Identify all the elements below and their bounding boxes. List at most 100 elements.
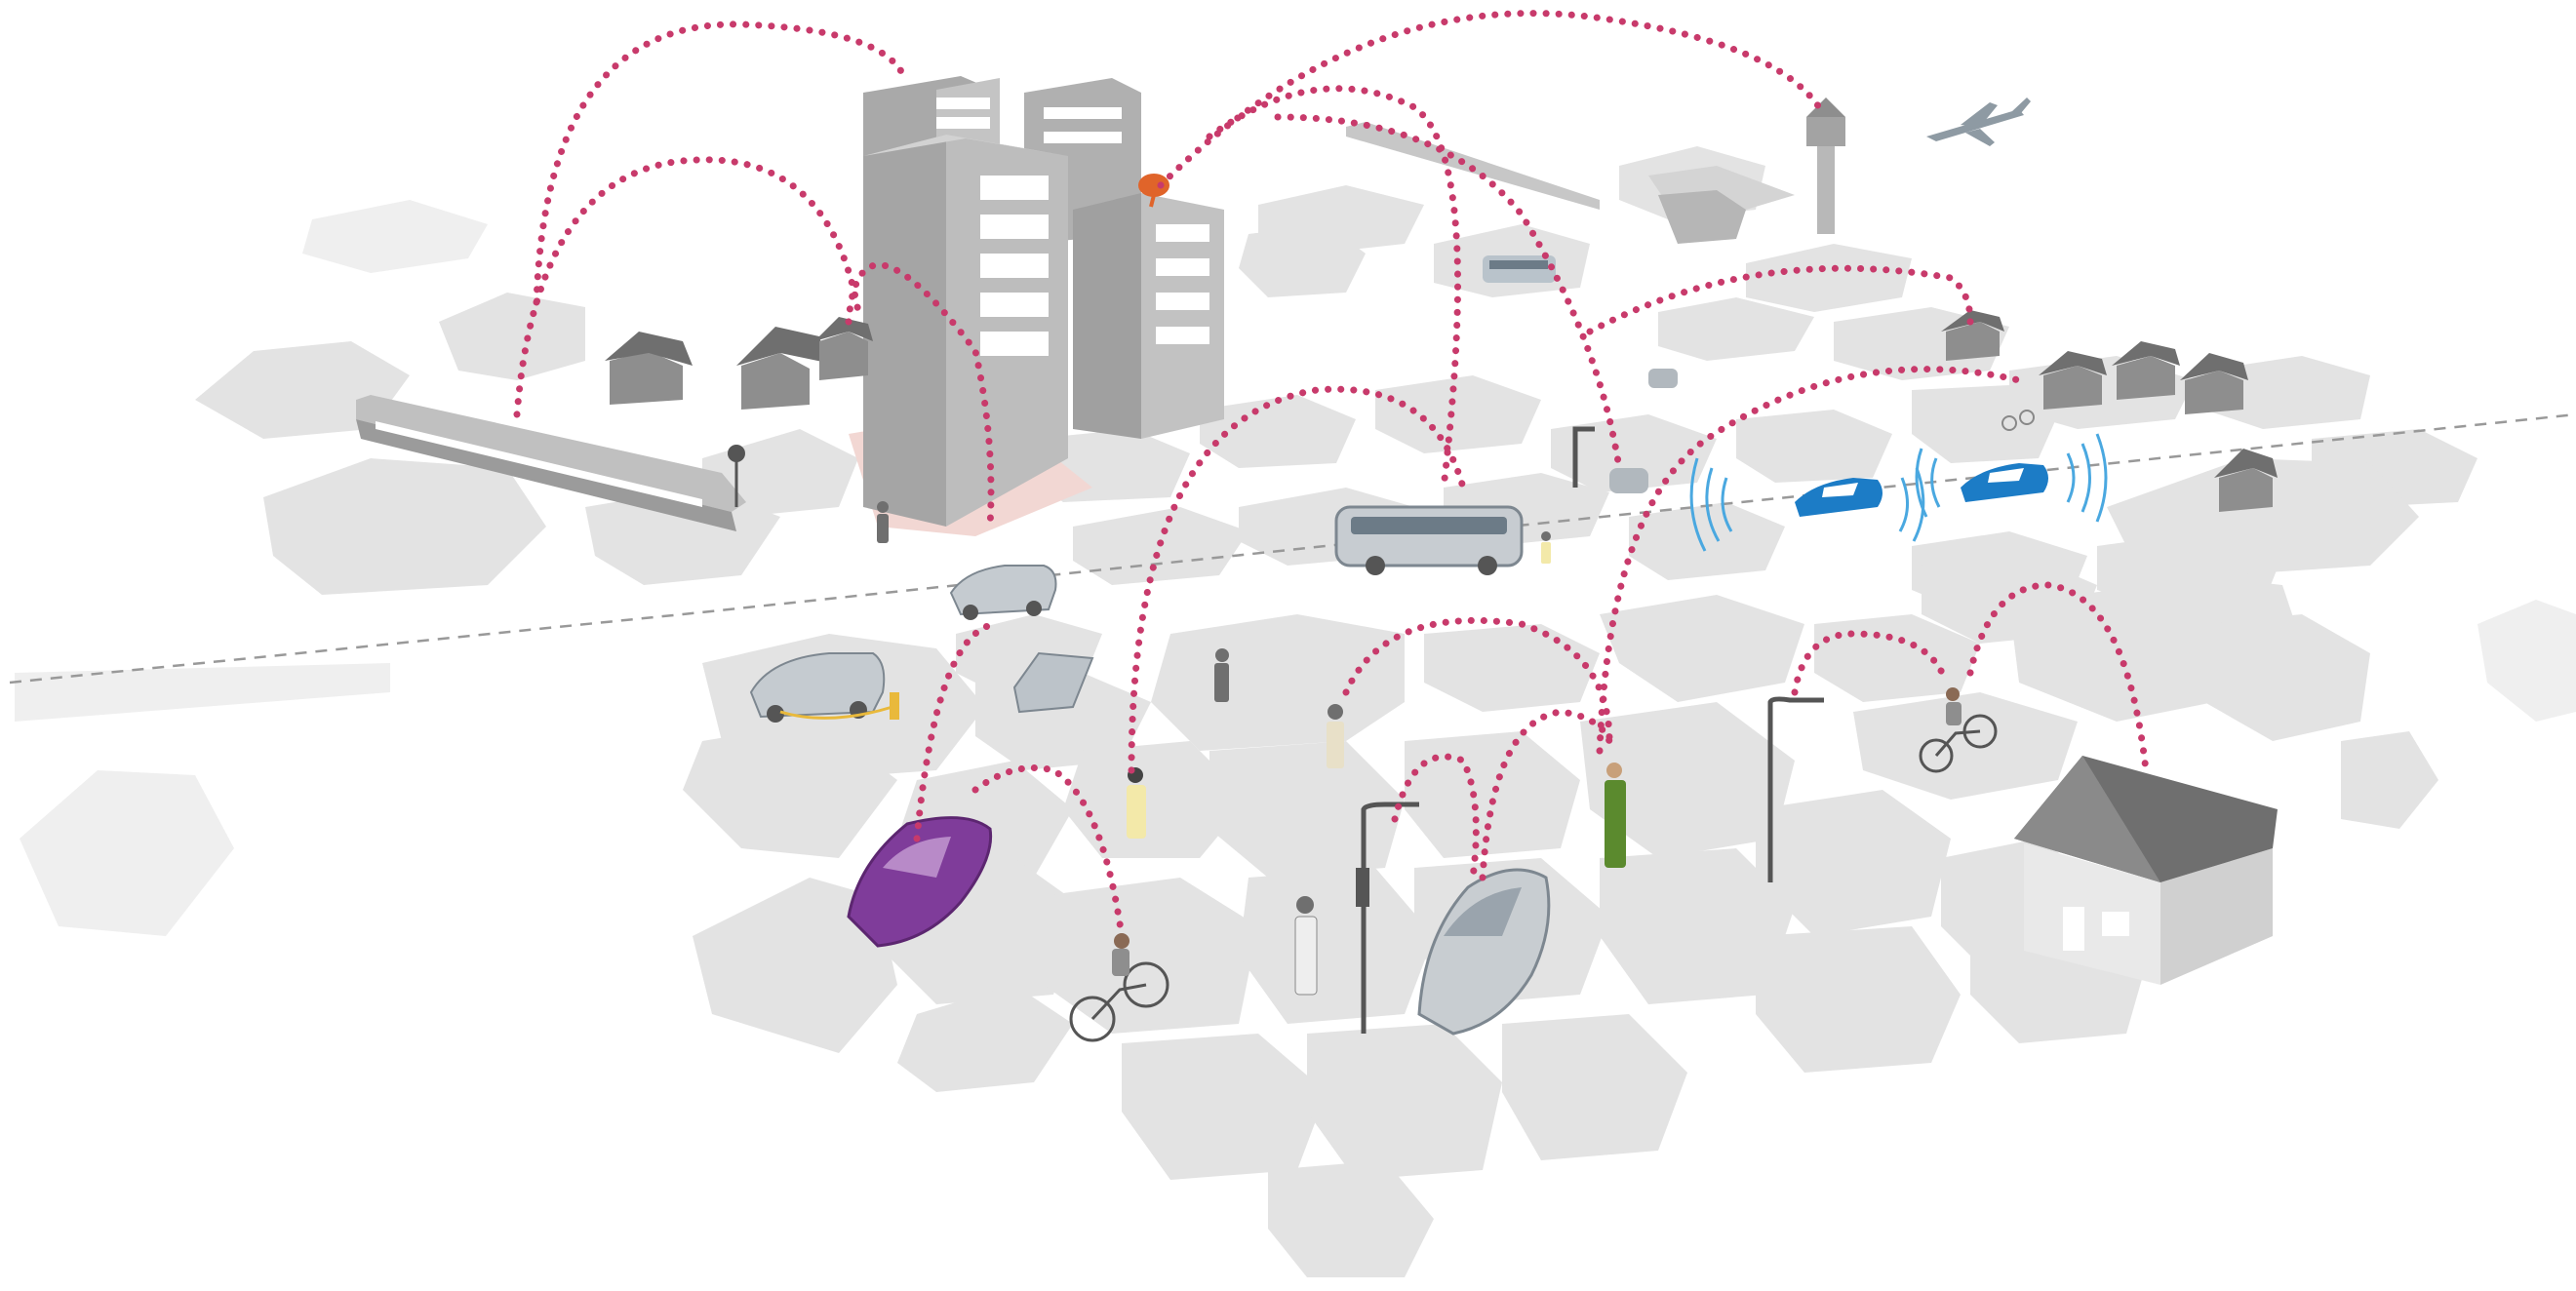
shuttle-bus bbox=[1483, 255, 1556, 283]
house bbox=[1941, 310, 2004, 361]
right-tower-right-face bbox=[1141, 193, 1224, 439]
signal-wave bbox=[2066, 452, 2076, 503]
pedestrian-small bbox=[1541, 531, 1551, 564]
office-towers bbox=[849, 76, 1224, 536]
cyclist-head bbox=[1946, 687, 1960, 701]
cell bbox=[1600, 848, 1795, 1004]
train-roof bbox=[356, 395, 746, 512]
hexagonal-cell-grid bbox=[15, 146, 2576, 1277]
large-house-door bbox=[2063, 907, 2084, 951]
pedestrian-head bbox=[1541, 531, 1551, 541]
signal-wave bbox=[1898, 477, 1909, 532]
connection-link bbox=[1586, 264, 1974, 335]
house bbox=[2180, 353, 2248, 414]
cell bbox=[439, 293, 585, 380]
cyclist bbox=[1069, 933, 1169, 1042]
airplane bbox=[1926, 98, 2031, 146]
connection-link bbox=[913, 620, 999, 842]
house-wall bbox=[2117, 356, 2175, 400]
ev-body bbox=[749, 652, 886, 719]
grey-car-front bbox=[1417, 868, 1551, 1036]
right-tower-left-face bbox=[1073, 193, 1141, 439]
large-house-window bbox=[2102, 912, 2129, 936]
window bbox=[1044, 132, 1122, 143]
electric-car-charging bbox=[749, 652, 899, 723]
house bbox=[605, 332, 693, 405]
bicycle-wheel bbox=[1919, 738, 1954, 773]
cell bbox=[1658, 297, 1814, 361]
signal-wave bbox=[1721, 477, 1733, 532]
cell bbox=[1239, 224, 1366, 297]
cell bbox=[1268, 1160, 1434, 1277]
connection-link bbox=[1479, 708, 1613, 881]
satellite-dish bbox=[1138, 174, 1169, 208]
connected-cars bbox=[1689, 433, 2108, 552]
signal-wave bbox=[1930, 457, 1941, 508]
shuttle-windows bbox=[1489, 260, 1548, 269]
bus-body bbox=[1334, 505, 1524, 567]
pedestrian-body bbox=[1541, 542, 1551, 564]
window bbox=[1156, 258, 1209, 276]
purple-car-body bbox=[847, 816, 993, 948]
charging-post bbox=[890, 692, 899, 720]
blue-car bbox=[1795, 478, 1882, 517]
control-tower-top bbox=[1806, 98, 1845, 117]
house-wall bbox=[1946, 322, 2000, 361]
bicycle-frame bbox=[1090, 983, 1147, 1021]
connection-link bbox=[845, 261, 995, 530]
house-wall bbox=[610, 351, 683, 405]
window bbox=[936, 98, 990, 109]
cell bbox=[1122, 1034, 1327, 1180]
pedestrian bbox=[1294, 896, 1318, 996]
cell bbox=[1405, 731, 1580, 858]
pedestrian-body bbox=[877, 514, 889, 543]
grey-car-windshield bbox=[1444, 887, 1522, 936]
traffic-light-box bbox=[1356, 868, 1369, 907]
pedestrian-head bbox=[1606, 763, 1622, 778]
purple-car bbox=[847, 816, 993, 948]
house-wall bbox=[2185, 371, 2243, 414]
window bbox=[1044, 107, 1122, 119]
grey-car-body bbox=[1417, 868, 1551, 1036]
car-body bbox=[1012, 651, 1094, 714]
cell bbox=[1814, 614, 1980, 702]
connection-link bbox=[533, 20, 906, 306]
house-roof bbox=[2112, 341, 2180, 366]
house-wall bbox=[2219, 468, 2273, 512]
small-grey-car bbox=[1648, 369, 1678, 388]
pedestrian-on-phone bbox=[1605, 763, 1626, 868]
pedestrian-body bbox=[1294, 916, 1318, 996]
street-lamp bbox=[1767, 696, 1824, 882]
window bbox=[936, 117, 990, 129]
house bbox=[736, 327, 827, 410]
cell bbox=[1580, 702, 1795, 858]
dish-stand bbox=[1149, 194, 1156, 208]
train-signal bbox=[728, 445, 745, 462]
pedestrians bbox=[877, 501, 1626, 996]
house-roof bbox=[2039, 351, 2107, 375]
large-house bbox=[2014, 756, 2278, 985]
house bbox=[2112, 341, 2180, 400]
pedestrian-body bbox=[1605, 780, 1626, 868]
purple-car-windshield bbox=[883, 837, 951, 878]
street-lamp bbox=[1572, 426, 1595, 488]
high-speed-train bbox=[356, 395, 746, 531]
control-tower-shaft bbox=[1817, 146, 1835, 234]
cell bbox=[1736, 410, 1892, 483]
cell bbox=[263, 458, 546, 595]
cell bbox=[2204, 614, 2370, 741]
cell-faint bbox=[2477, 600, 2576, 722]
cell bbox=[1307, 1024, 1502, 1180]
pedestrian-head bbox=[877, 501, 889, 513]
bus-wheel bbox=[1478, 556, 1497, 575]
cell bbox=[1424, 624, 1600, 712]
charging-cable bbox=[779, 705, 893, 720]
grey-car-parked bbox=[1012, 651, 1094, 714]
car-body bbox=[1648, 369, 1678, 388]
connection-link bbox=[1157, 10, 1823, 189]
cell bbox=[1746, 244, 1912, 312]
bicycle-wheel bbox=[1123, 961, 1169, 1008]
dish-bowl bbox=[1138, 174, 1169, 197]
